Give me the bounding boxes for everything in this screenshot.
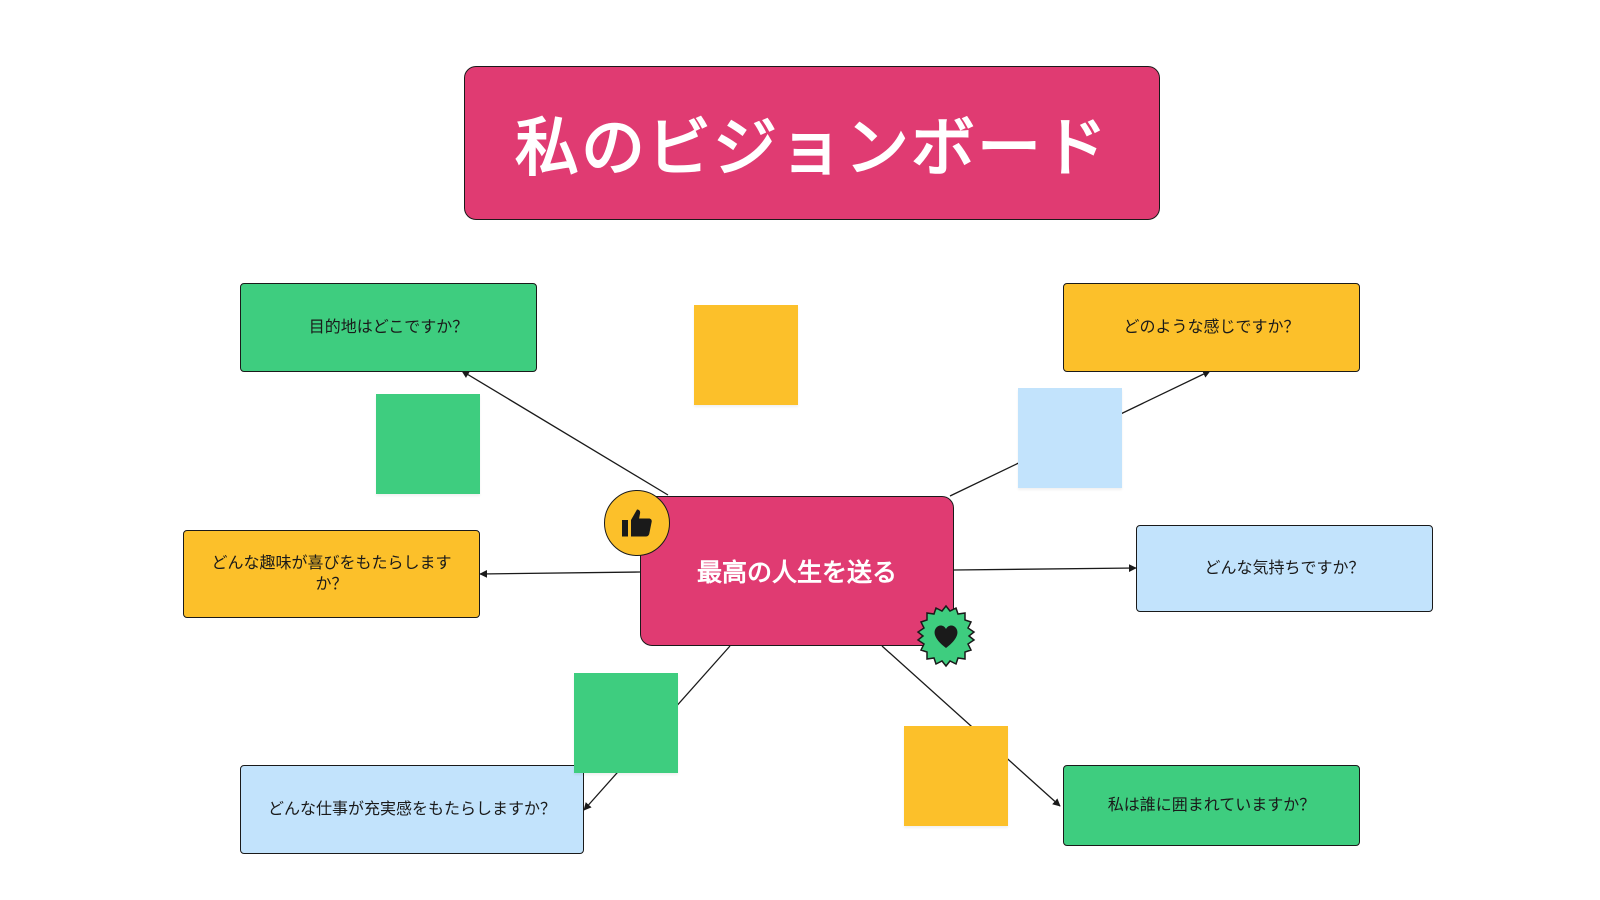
- sticky-note-yellow-bottom[interactable]: [904, 726, 1008, 826]
- center-goal-box[interactable]: 最高の人生を送る: [640, 496, 954, 646]
- question-hobby-box[interactable]: どんな趣味が喜びをもたらしますか？: [183, 530, 480, 618]
- question-feeling-like: どのような感じですか？: [1123, 317, 1300, 337]
- sticky-note-green-left[interactable]: [376, 394, 480, 494]
- question-emotion-box[interactable]: どんな気持ちですか？: [1136, 525, 1433, 612]
- heart-icon: [934, 625, 958, 648]
- sticky-note-yellow-top[interactable]: [694, 305, 798, 405]
- question-destination: 目的地はどこですか？: [308, 317, 469, 337]
- heart-badge[interactable]: [914, 604, 978, 668]
- center-goal: 最高の人生を送る: [696, 558, 897, 587]
- sticky-note-blue-right[interactable]: [1018, 388, 1122, 488]
- question-destination-box[interactable]: 目的地はどこですか？: [240, 283, 537, 372]
- question-emotion: どんな気持ちですか？: [1204, 558, 1365, 578]
- question-work: どんな仕事が充実感をもたらしますか？: [267, 799, 556, 819]
- thumbs-up-icon: [622, 509, 652, 537]
- board-title: 私のビジョンボード: [515, 112, 1109, 186]
- sticky-note-green-bottom[interactable]: [574, 673, 678, 773]
- question-people-box[interactable]: 私は誰に囲まれていますか？: [1063, 765, 1360, 846]
- connector-hobby: [479, 570, 641, 578]
- question-people: 私は誰に囲まれていますか？: [1107, 795, 1316, 815]
- connector-destination: [461, 370, 669, 496]
- board-title-box[interactable]: 私のビジョンボード: [464, 66, 1160, 220]
- connector-emotion: [953, 564, 1137, 572]
- question-hobby: どんな趣味が喜びをもたらしますか？: [211, 553, 452, 593]
- question-feeling-like-box[interactable]: どのような感じですか？: [1063, 283, 1360, 372]
- heart-badge-shape: [916, 604, 976, 668]
- question-work-box[interactable]: どんな仕事が充実感をもたらしますか？: [240, 765, 584, 854]
- thumbs-up-badge[interactable]: [604, 490, 670, 556]
